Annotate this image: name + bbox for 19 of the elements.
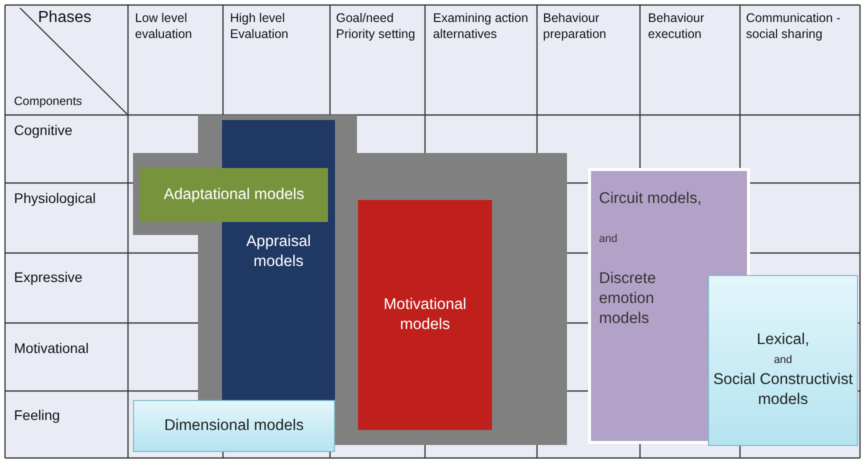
model-box: Adaptational models: [140, 168, 328, 222]
column-header: Components: [14, 93, 82, 109]
model-box: Dimensional models: [133, 400, 335, 452]
model-box: Motivational models: [358, 200, 492, 430]
column-header: Communication - social sharing: [746, 10, 842, 42]
column-header: Behaviour preparation: [543, 10, 608, 42]
model-box: Appraisal models: [222, 222, 335, 400]
column-header: High level Evaluation: [230, 10, 290, 42]
column-header: Examining action alternatives: [433, 10, 530, 42]
row-header: Motivational: [14, 340, 89, 356]
column-header: Low level evaluation: [135, 10, 193, 42]
row-header: Cognitive: [14, 122, 72, 138]
row-header: Physiological: [14, 190, 96, 206]
row-header: Feeling: [14, 407, 60, 423]
column-header: Goal/need Priority setting: [336, 10, 416, 42]
column-header: Phases: [38, 10, 92, 26]
row-header: Expressive: [14, 269, 82, 285]
column-header: Behaviour execution: [648, 10, 706, 42]
model-box: Lexical, and Social Constructivist models: [708, 275, 858, 446]
